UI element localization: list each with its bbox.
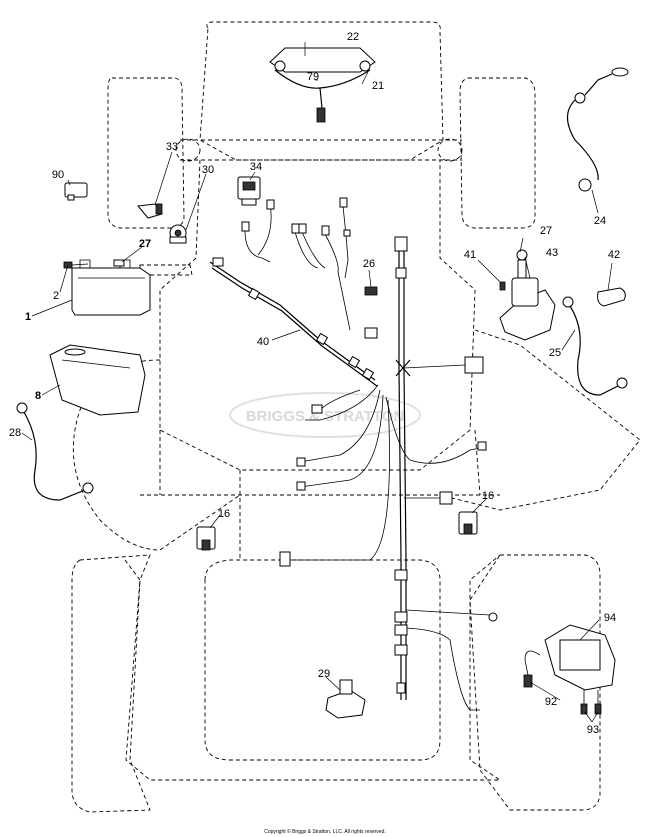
callout-94: 94 (604, 612, 616, 624)
callout-43: 43 (546, 247, 558, 259)
seat-switch-16-right (458, 511, 478, 535)
seat-switch-16-left (196, 526, 216, 551)
main-harness-40 (209, 197, 498, 711)
callout-93: 93 (587, 724, 599, 736)
callout-26: 26 (363, 258, 375, 270)
headlight-harness (269, 47, 376, 123)
part-33 (137, 203, 163, 219)
callout-34: 34 (250, 161, 262, 173)
callout-labels: 22 79 21 24 90 33 30 34 27 27 41 43 42 2… (9, 31, 620, 736)
callout-29: 29 (318, 668, 330, 680)
callout-22: 22 (347, 31, 359, 43)
callout-42: 42 (608, 249, 620, 261)
callout-16-right: 16 (482, 490, 494, 502)
callout-16-left: 16 (218, 508, 230, 520)
callout-92: 92 (545, 696, 557, 708)
switch-29 (325, 679, 366, 719)
control-module-94 (523, 624, 616, 715)
callout-30: 30 (202, 164, 214, 176)
callout-2: 2 (53, 290, 59, 302)
callout-33: 33 (166, 141, 178, 153)
callout-8: 8 (35, 390, 41, 402)
terminal-bolt-2 (63, 259, 125, 269)
ignition-switch-30 (169, 224, 187, 244)
callout-1: 1 (25, 311, 31, 323)
copyright-notice: Copyright © Briggs & Stratton, LLC. All … (264, 828, 386, 835)
battery-box-8 (49, 344, 146, 416)
callout-24: 24 (594, 215, 606, 227)
callout-41: 41 (464, 249, 476, 261)
callout-90: 90 (52, 169, 64, 181)
solenoid-43 (499, 249, 556, 341)
fuse-26 (364, 286, 378, 339)
callout-40: 40 (257, 336, 269, 348)
leader-lines (21, 42, 613, 723)
battery-cable-28 (16, 402, 94, 501)
watermark-text: BRIGGS & STRATTON (246, 408, 405, 425)
switch-34 (237, 176, 261, 206)
callout-25: 25 (549, 347, 561, 359)
callout-21: 21 (372, 80, 384, 92)
relay-90 (64, 182, 88, 201)
ground-cable-24 (566, 67, 629, 192)
starter-cable-25 (562, 296, 628, 396)
battery-1 (71, 259, 151, 316)
callout-27-solenoid: 27 (540, 225, 552, 237)
terminal-boot-42 (597, 287, 626, 307)
callout-27-battery: 27 (139, 238, 151, 250)
callout-28: 28 (9, 427, 21, 439)
callout-79: 79 (307, 71, 319, 83)
brand-watermark: BRIGGS & STRATTON (229, 392, 421, 438)
